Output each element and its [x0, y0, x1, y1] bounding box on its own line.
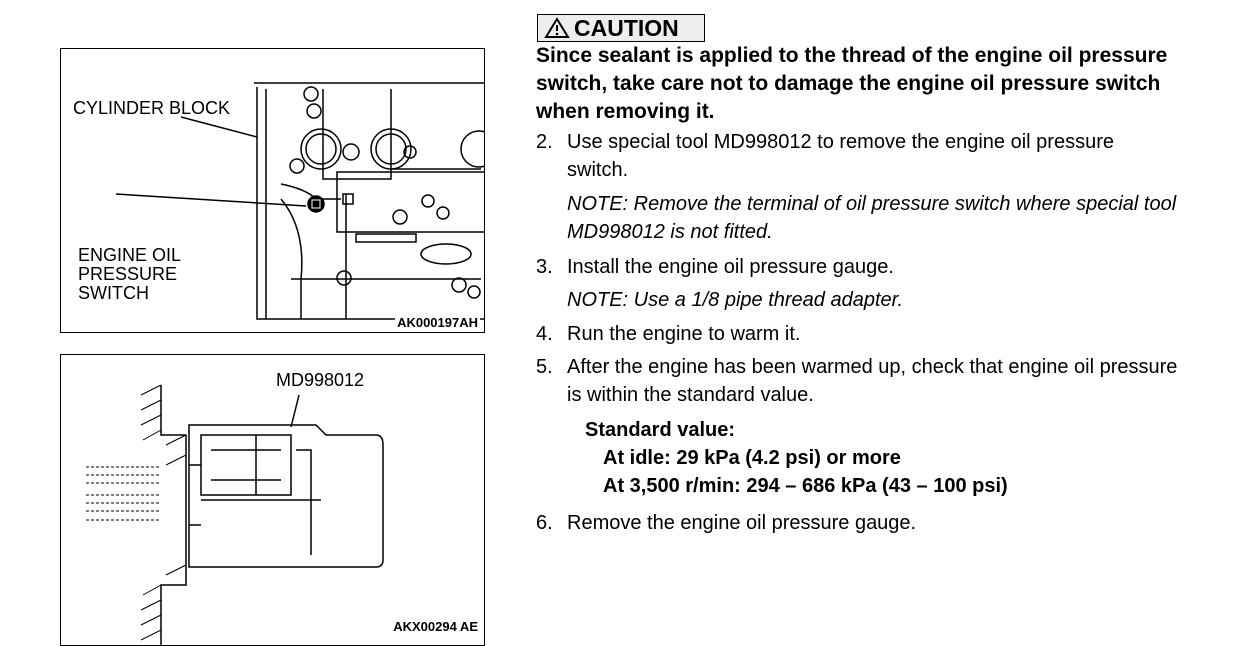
figure-code: AKX00294 AE: [391, 619, 480, 634]
standard-value-rpm: At 3,500 r/min: 294 – 686 kPa (43 – 100 …: [603, 475, 1008, 497]
label-tool-md998012: MD998012: [276, 370, 365, 390]
special-tool-illustration: [86, 384, 384, 645]
step-text: Remove the engine oil pressure gauge.: [567, 512, 917, 534]
step-2-note: NOTE: Remove the terminal of oil pressur…: [567, 193, 1177, 243]
step-number: 4.: [536, 323, 553, 345]
step-number: 5.: [536, 356, 553, 378]
label-switch-line3: SWITCH: [78, 283, 149, 303]
warning-triangle-icon: [544, 17, 570, 38]
step-text: Use special tool MD998012 to remove the …: [567, 131, 1114, 181]
caution-badge: CAUTION: [537, 14, 705, 42]
caution-text: Since sealant is applied to the thread o…: [536, 44, 1168, 123]
cylinder-block-illustration: [115, 82, 484, 320]
figure-cylinder-block: CYLINDER BLOCK ENGINE OIL PRESSURE SWITC…: [60, 48, 485, 333]
figure-special-tool: MD998012 AKX00294 AE: [60, 354, 485, 646]
step-number: 2.: [536, 131, 553, 153]
step-number: 3.: [536, 256, 553, 278]
step-text: After the engine has been warmed up, che…: [567, 356, 1178, 406]
label-cylinder-block: CYLINDER BLOCK: [73, 98, 231, 118]
step-text: Install the engine oil pressure gauge.: [567, 256, 894, 278]
standard-value-title: Standard value:: [585, 419, 736, 441]
step-text: Run the engine to warm it.: [567, 323, 801, 345]
step-3-note: NOTE: Use a 1/8 pipe thread adapter.: [567, 289, 904, 311]
figure-code: AK000197AH: [395, 315, 480, 330]
standard-value-idle: At idle: 29 kPa (4.2 psi) or more: [603, 447, 901, 469]
label-switch-line1: ENGINE OIL: [78, 245, 182, 265]
caution-label: CAUTION: [574, 14, 679, 41]
step-number: 6.: [536, 512, 553, 534]
label-switch-line2: PRESSURE: [78, 264, 178, 284]
